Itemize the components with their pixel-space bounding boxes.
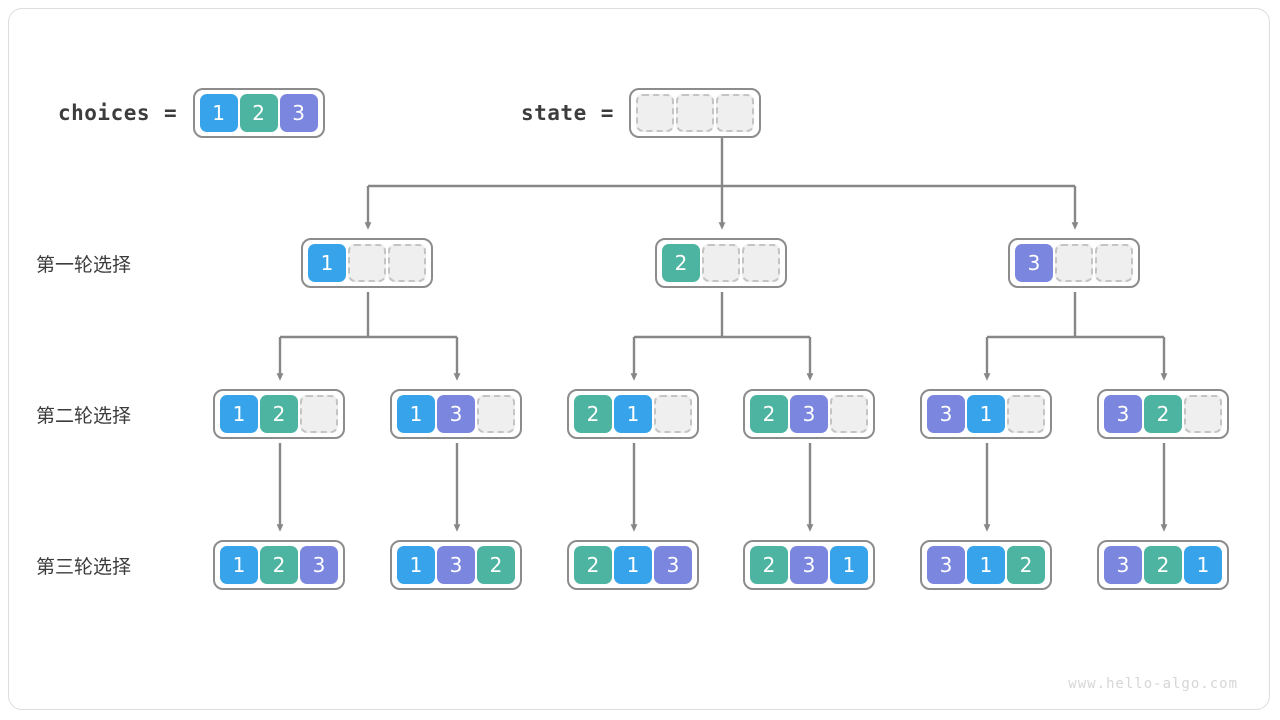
tree-node-r1-n2: 2 [655, 238, 787, 288]
watermark: www.hello-algo.com [1068, 676, 1238, 692]
node-r3-n4-cell-filled: 2 [750, 546, 788, 584]
state-label: state [521, 101, 587, 125]
state-array [629, 88, 762, 138]
node-r3-n6-cell-filled: 2 [1144, 546, 1182, 584]
state-cell-empty [676, 94, 715, 132]
node-r2-n3-cell-filled: 1 [614, 395, 652, 433]
node-r2-n5-cell-empty [1007, 395, 1045, 433]
node-r2-n4-cell-filled: 2 [750, 395, 788, 433]
node-r3-n2-cell-filled: 3 [437, 546, 475, 584]
row-label-round-2: 第二轮选择 [36, 405, 132, 427]
node-r2-n2-cell-filled: 1 [397, 395, 435, 433]
row-label-round-3: 第三轮选择 [36, 556, 132, 578]
tree-node-r1-n1: 1 [301, 238, 433, 288]
node-r2-n1-cell-empty [300, 395, 338, 433]
choices-equals: = [164, 101, 177, 125]
state-assignment: state = [521, 88, 762, 138]
node-r2-n4-cell-filled: 3 [790, 395, 828, 433]
node-r3-n6-cell-filled: 3 [1104, 546, 1142, 584]
node-r3-n5-cell-filled: 1 [967, 546, 1005, 584]
choices-label: choices [58, 101, 151, 125]
node-r2-n5-cell-filled: 3 [927, 395, 965, 433]
node-r3-n1-cell-filled: 1 [220, 546, 258, 584]
node-r3-n2-cell-filled: 1 [397, 546, 435, 584]
node-r2-n3-cell-empty [654, 395, 692, 433]
node-r3-n1-cell-filled: 2 [260, 546, 298, 584]
node-r3-n3-cell-filled: 2 [574, 546, 612, 584]
node-r1-n3-cell-filled: 3 [1015, 244, 1053, 282]
node-r2-n2-cell-filled: 3 [437, 395, 475, 433]
tree-node-r1-n3: 3 [1008, 238, 1140, 288]
node-r2-n1-cell-filled: 2 [260, 395, 298, 433]
choices-cell-filled: 2 [239, 94, 278, 132]
node-r2-n4-cell-empty [830, 395, 868, 433]
node-r1-n3-cell-empty [1055, 244, 1093, 282]
node-r2-n1-cell-filled: 1 [220, 395, 258, 433]
node-r3-n5-cell-filled: 3 [927, 546, 965, 584]
state-equals: = [600, 101, 614, 125]
node-r1-n2-cell-empty [742, 244, 780, 282]
node-r2-n5-cell-filled: 1 [967, 395, 1005, 433]
node-r2-n6-cell-filled: 3 [1104, 395, 1142, 433]
node-r2-n6-cell-filled: 2 [1144, 395, 1182, 433]
node-r3-n3-cell-filled: 3 [654, 546, 692, 584]
node-r3-n1-cell-filled: 3 [300, 546, 338, 584]
node-r3-n5-cell-filled: 2 [1007, 546, 1045, 584]
node-r2-n2-cell-empty [477, 395, 515, 433]
choices-cell-filled: 1 [199, 94, 238, 132]
node-r3-n4-cell-filled: 1 [830, 546, 868, 584]
node-r1-n2-cell-empty [702, 244, 740, 282]
node-r1-n2-cell-filled: 2 [662, 244, 700, 282]
node-r1-n3-cell-empty [1095, 244, 1133, 282]
node-r3-n2-cell-filled: 2 [477, 546, 515, 584]
node-r1-n1-cell-filled: 1 [308, 244, 346, 282]
node-r2-n3-cell-filled: 2 [574, 395, 612, 433]
node-r1-n1-cell-empty [348, 244, 386, 282]
node-r3-n6-cell-filled: 1 [1184, 546, 1222, 584]
node-r2-n6-cell-empty [1184, 395, 1222, 433]
state-cell-empty [716, 94, 755, 132]
row-label-round-1: 第一轮选择 [36, 254, 132, 276]
node-r3-n4-cell-filled: 3 [790, 546, 828, 584]
node-r1-n1-cell-empty [388, 244, 426, 282]
state-cell-empty [636, 94, 675, 132]
choices-cell-filled: 3 [279, 94, 318, 132]
node-r3-n3-cell-filled: 1 [614, 546, 652, 584]
